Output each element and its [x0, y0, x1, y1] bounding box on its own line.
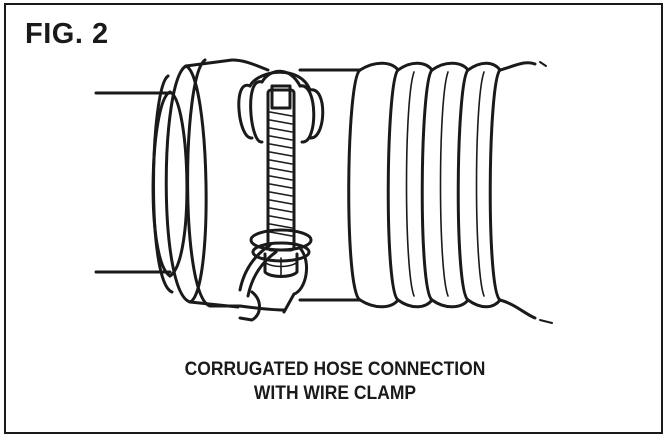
wire-clamp [237, 69, 325, 322]
hose-cuff [151, 58, 242, 309]
figure-caption: CORRUGATED HOSE CONNECTION WITH WIRE CLA… [0, 358, 670, 406]
figure-frame [4, 3, 663, 434]
hose-body [230, 58, 362, 312]
caption-line-1: CORRUGATED HOSE CONNECTION [184, 359, 486, 380]
figure-label: FIG. 2 [25, 18, 109, 50]
pipe [94, 91, 172, 274]
hose-corrugations [347, 61, 502, 309]
clamp-screw [249, 84, 313, 278]
hose-end [498, 61, 553, 324]
caption-line-2: WITH WIRE CLAMP [253, 383, 417, 404]
